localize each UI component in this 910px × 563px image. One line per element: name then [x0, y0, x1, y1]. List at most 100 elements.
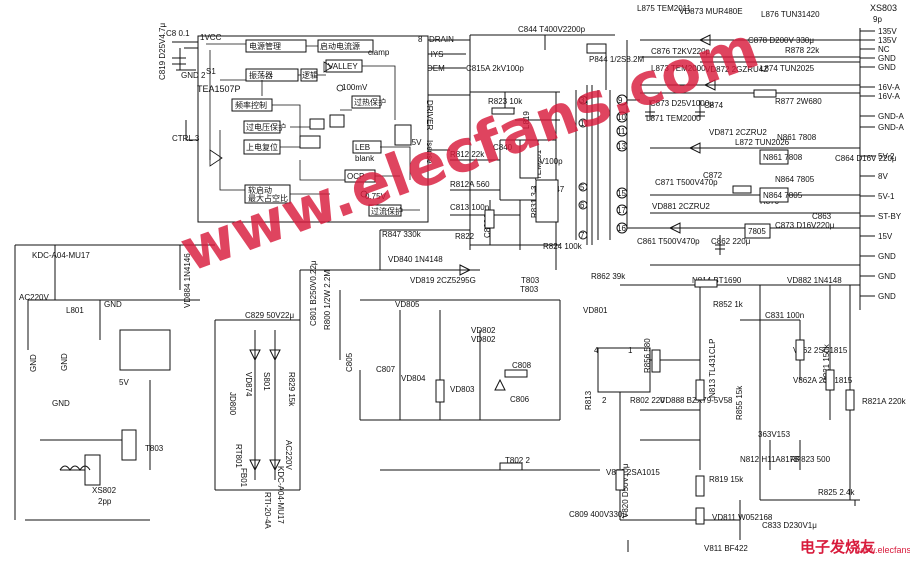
c827-label: V862A 2SC1815	[793, 376, 853, 385]
bridge-rectifier: C829 50V22μ VD874 S801 R829 15k JD800 RT…	[214, 260, 440, 529]
vd873-label: VD873 MUR480E	[679, 7, 743, 16]
rt801-label: T803	[145, 444, 164, 453]
vd881-label: VD881 2CZRU2	[652, 202, 710, 211]
r823-label: R823 10k	[488, 97, 523, 106]
c831-label: RP823 500	[790, 455, 831, 464]
c813-label: R822	[455, 232, 475, 241]
v862a-label: C833 D230V1μ	[762, 521, 817, 530]
ic-block-leb: LEB	[355, 143, 370, 152]
c864-label: C864 D16V 220μ	[835, 154, 897, 163]
xs803-rail-label: ST-BY	[878, 212, 902, 221]
ic-ref-075v: 0.75V	[365, 192, 387, 201]
t803-label: R862 39k	[591, 272, 626, 281]
xs803-rail-label: GND	[878, 63, 896, 72]
l875-label: L875 TEM2011	[637, 4, 692, 13]
n813-label: V820 D50V10μ	[621, 463, 630, 518]
xs802-pins: 2pp	[98, 497, 112, 506]
ic-block-ocp: OCP	[347, 172, 364, 181]
r878-label: R878 22k	[785, 46, 820, 55]
svg-text:16: 16	[617, 224, 626, 233]
c807-label: R829 15k	[287, 372, 296, 407]
r813-label: C807	[376, 365, 396, 374]
vd872-label: VD872 2GZRU4Z	[705, 65, 768, 74]
r800-label: KDC-A04-MU17	[32, 251, 90, 260]
xs803-rail-label: 8V	[878, 172, 888, 181]
svg-text:9: 9	[618, 96, 623, 105]
t802-label: VD884 1N4146	[183, 253, 192, 308]
xs803-pins: 9p	[873, 15, 882, 24]
secondary-rectifiers: L875 TEM2011 VD873 MUR480E L876 TUN31420…	[637, 4, 897, 266]
svg-text:11: 11	[617, 127, 626, 136]
ic-pin-s1: S1	[206, 67, 216, 76]
r864-label: R821 150k	[822, 343, 831, 383]
svg-text:1: 1	[580, 119, 585, 128]
c871-label: C871 T500V470p	[655, 178, 718, 187]
v820-label: VD801	[583, 306, 608, 315]
n812-label: R813	[584, 390, 593, 410]
startup-transistors: VD805 VD802 VD802 VD801 C808 C806 VD803 …	[359, 299, 608, 471]
v812-label: VD805	[395, 300, 420, 309]
rt802-label: R800 1/2W 2.2M	[323, 270, 332, 330]
c861-label: C861 T500V470p	[637, 237, 700, 246]
n814-label: R855 15k	[735, 385, 744, 420]
vd840-label: VD819 2CZ5295G	[410, 276, 476, 285]
svg-text:10: 10	[617, 113, 626, 122]
vd803-label: VD874	[244, 372, 253, 397]
xs803-rail-label: GND	[878, 272, 896, 281]
r827-label: V862 2SC1815	[793, 346, 848, 355]
u-7805b: 7805	[748, 227, 766, 236]
p844-label: P844 1/2S8.2M	[589, 55, 644, 64]
opto-pin2: 2	[602, 396, 607, 405]
ic-pin-8: 8	[418, 35, 423, 44]
l872-label: L872 TUN2026	[735, 138, 790, 147]
vd884-label: GND	[104, 300, 122, 309]
c844-label: C844 T400V2200p	[518, 25, 586, 34]
logo-en: www.elecfans.com	[855, 545, 910, 555]
c806-label: RT801	[234, 444, 243, 468]
tem201-label: L819	[522, 111, 531, 129]
ic-external-parts: C8 0.1 C819 D25V4.7μ	[158, 23, 470, 151]
ic-pin-vcc: 1VCC	[200, 33, 222, 42]
ic-pin-gnd: GND 2	[181, 71, 206, 80]
c862-label: C862 220μ	[711, 237, 751, 246]
vd883-label: C831 100n	[765, 311, 804, 320]
c809-label: C805	[345, 352, 354, 372]
r820-label: R812 22k	[450, 150, 485, 159]
xs803-rail-label: GND	[878, 252, 896, 261]
ic-block-freq-ctrl: 频率控制	[235, 100, 267, 110]
xs803-name: XS803	[870, 3, 897, 13]
xs803-rail-label: 135V	[878, 27, 897, 36]
r847-label: VD840 1N4148	[388, 255, 443, 264]
ic-pin-driver: DRIVER	[425, 100, 434, 130]
xs803-rail-label: GND-A	[878, 123, 904, 132]
primary-snubber: C844 T400V2200p C815A 2kV100p R823 10k P…	[466, 25, 644, 250]
site-logo[interactable]: 电子发烧友 www.elecfans.com	[795, 530, 910, 563]
c814-label: VD804	[401, 374, 426, 383]
c873b-label: C873 D16V220μ	[775, 221, 835, 230]
r821a-label: N813 TL431CLP	[708, 339, 717, 398]
v811-type: VD802	[471, 335, 496, 344]
r800b-label: VD803	[450, 385, 475, 394]
vd874-label: GND	[60, 353, 69, 371]
ic-tea1507p: 电源管理 启动电流源 振荡器 逻辑 VALLEY 频率控制 过热保护 过电压保护…	[172, 33, 454, 223]
ic-block-oscillator: 振荡器	[249, 70, 273, 80]
xs803-rail-label: NC	[878, 45, 890, 54]
r850-label: VD882 1N4148	[787, 276, 842, 285]
xs803-rail-label: 5V-2	[878, 152, 895, 161]
v811-label: VD802	[471, 326, 496, 335]
r802-label: T802 2	[505, 456, 530, 465]
c821a-label: R852 1k	[713, 300, 744, 309]
ic-block-power-mgmt: 电源管理	[249, 41, 281, 51]
xs803-rail-label: 15V	[878, 232, 893, 241]
connector-xs803: XS803 9p 135V135VNCGNDGND16V-A16V-AGND-A…	[859, 3, 904, 310]
xs803-rail-label: GND	[878, 54, 896, 63]
svg-text:3: 3	[580, 96, 585, 105]
xs803-rail-label: 16V-A	[878, 92, 900, 101]
r812-label: R812A 560	[450, 180, 490, 189]
ic-block-overtemp: 过热保护	[354, 97, 386, 107]
v840-label: C840	[493, 143, 513, 152]
ic-ref-100mv: 100mV	[342, 83, 368, 92]
ic-block-overcurrent: 过流保护	[371, 206, 403, 216]
